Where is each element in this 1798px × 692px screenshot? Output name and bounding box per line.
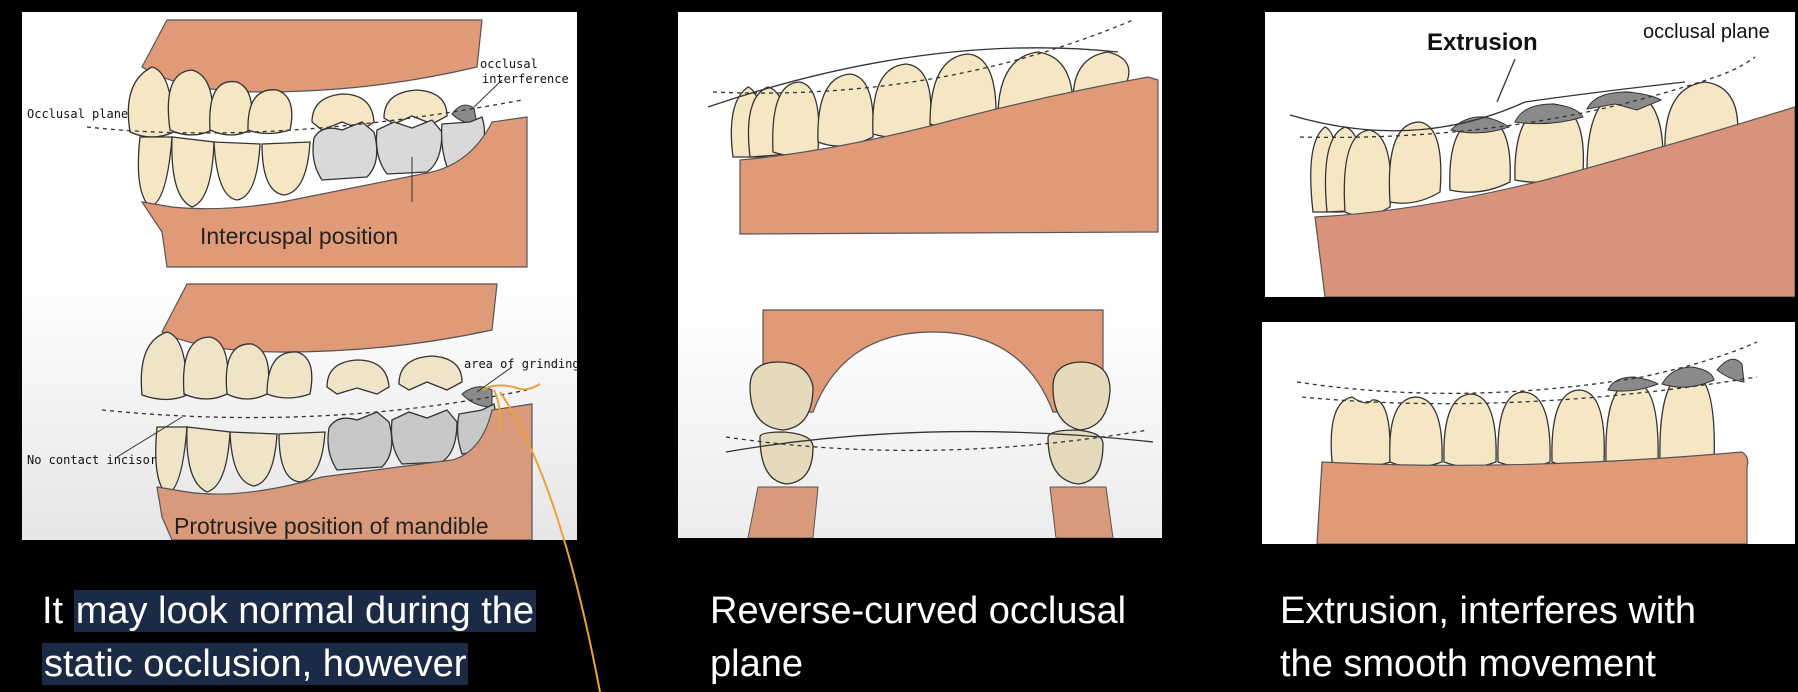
label-occlusal-plane-right: occlusal plane: [1643, 21, 1770, 43]
panel-extrusion: Extrusion occlusal plane: [1265, 12, 1795, 297]
caption-left: It may look normal during the static occ…: [42, 585, 537, 691]
extrusion-diagram: Extrusion occlusal plane: [1289, 21, 1795, 297]
label-occlusal-plane: Occlusal plane: [27, 107, 128, 121]
caption-left-line1: It may look normal during the: [42, 590, 537, 632]
caption-left-line2: static occlusion, however: [42, 638, 536, 691]
panel-reverse-curved: [678, 12, 1162, 538]
caption-right-line1: Extrusion, interferes with: [1280, 590, 1697, 632]
reverse-curve-diagram: [707, 19, 1159, 538]
intercuspal-diagram: Occlusal plane occlusal interference Int…: [27, 19, 577, 540]
caption-middle-line1: Reverse-curved occlusal: [710, 590, 1127, 632]
panel-intercuspal-protrusive: Occlusal plane occlusal interference Int…: [22, 12, 577, 540]
label-protrusive-position: Protrusive position of mandible: [174, 513, 489, 539]
label-occlusal-interference-2: interference: [482, 72, 569, 86]
caption-left-highlight-1: may look normal during the: [73, 590, 537, 632]
label-occlusal-interference-1: occlusal: [480, 57, 538, 71]
caption-middle-line2: plane: [710, 643, 803, 685]
caption-middle: Reverse-curved occlusal plane: [710, 585, 1126, 691]
label-intercuspal-position: Intercuspal position: [200, 223, 398, 249]
caption-right: Extrusion, interferes with the smooth mo…: [1280, 585, 1696, 691]
label-no-contact-incisor: No contact incisor: [27, 453, 157, 467]
caption-left-highlight-2: static occlusion, however: [42, 643, 469, 685]
label-extrusion: Extrusion: [1427, 29, 1538, 56]
caption-right-line2: the smooth movement: [1280, 643, 1656, 685]
panel-extrusion-lower: [1262, 322, 1795, 544]
label-area-of-grinding: area of grinding: [464, 357, 577, 371]
extrusion-lower-diagram: [1296, 341, 1758, 544]
